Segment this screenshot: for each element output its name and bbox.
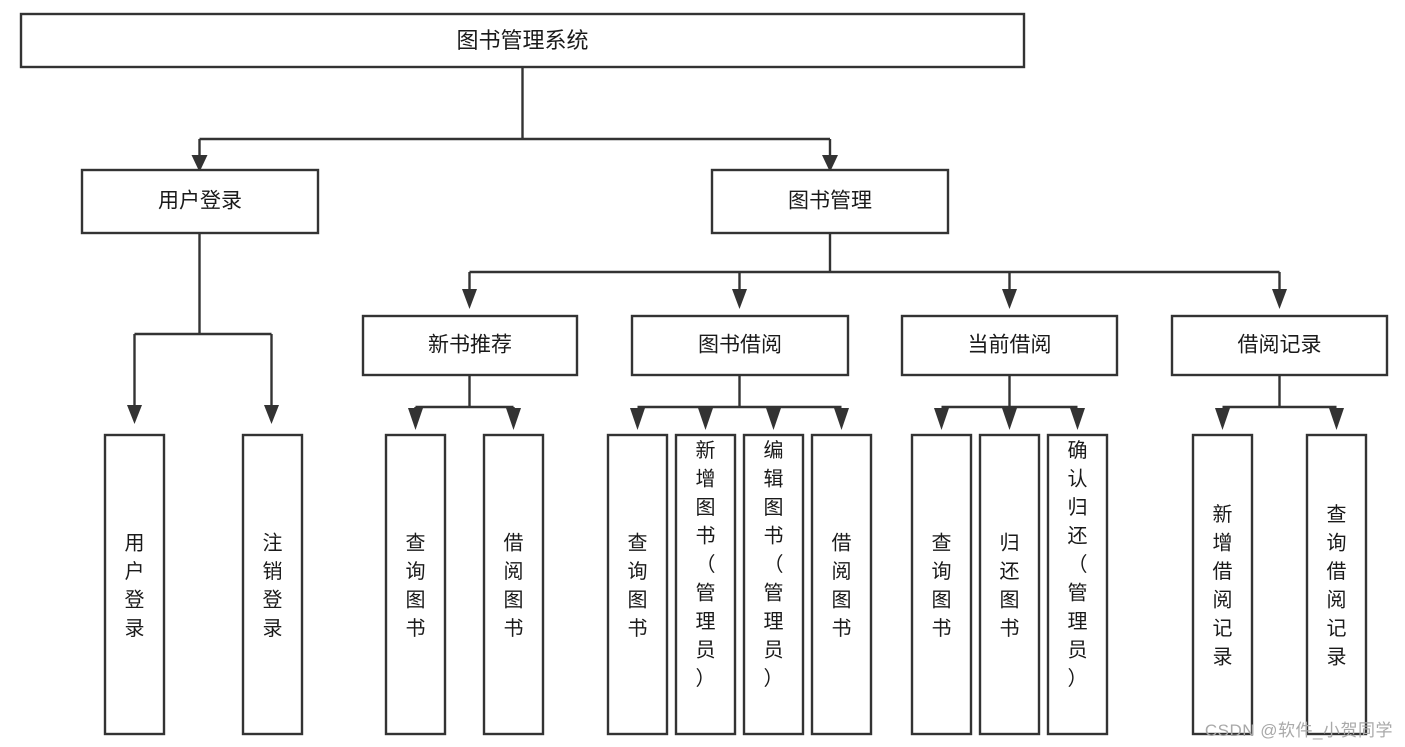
leaf-new-book-1-label: 借阅图书 bbox=[504, 532, 524, 641]
arrow-new-book-leaf-1 bbox=[506, 408, 521, 430]
leaf-book-borrow-2-box[interactable] bbox=[742, 433, 805, 736]
node-book-manage[interactable]: 图书管理 bbox=[710, 168, 950, 235]
arrow-to-book-borrow bbox=[732, 289, 747, 309]
leaf-book-borrow-0[interactable]: 查询图书 bbox=[606, 433, 669, 736]
node-root[interactable]: 图书管理系统 bbox=[19, 12, 1026, 69]
arrow-book-borrow-leaf-3 bbox=[834, 408, 849, 430]
leaf-current-borrow-1-label: 归还图书 bbox=[1000, 532, 1020, 641]
arrow-new-book-leaf-0 bbox=[408, 408, 423, 430]
leaf-user-login-0[interactable]: 用户登录 bbox=[103, 433, 166, 736]
node-book-borrow-box[interactable] bbox=[630, 314, 850, 377]
node-current-borrow-box[interactable] bbox=[900, 314, 1119, 377]
arrow-to-current-borrow bbox=[1002, 289, 1017, 309]
leaf-current-borrow-2-box[interactable] bbox=[1046, 433, 1109, 736]
node-root-box[interactable] bbox=[19, 12, 1026, 69]
leaf-user-login-0-box[interactable] bbox=[103, 433, 166, 736]
leaf-book-borrow-2[interactable]: 编辑图书（管理员） bbox=[742, 433, 805, 736]
arrow-book-borrow-leaf-0 bbox=[630, 408, 645, 430]
arrow-user-login-leaf-1 bbox=[264, 405, 279, 424]
node-user-login-box[interactable] bbox=[80, 168, 320, 235]
node-book-manage-box[interactable] bbox=[710, 168, 950, 235]
leaf-user-login-1-box[interactable] bbox=[241, 433, 304, 736]
leaf-current-borrow-2-label: 确认归还（管理员） bbox=[1068, 439, 1088, 690]
arrow-current-borrow-leaf-2 bbox=[1070, 408, 1085, 430]
leaf-current-borrow-0-box[interactable] bbox=[910, 433, 973, 736]
arrow-user-login-leaf-0 bbox=[127, 405, 142, 424]
node-root-label: 图书管理系统 bbox=[456, 28, 588, 53]
node-user-login-label: 用户登录 bbox=[158, 190, 242, 213]
leaf-user-login-0-label: 用户登录 bbox=[125, 533, 145, 641]
leaf-new-book-0[interactable]: 查询图书 bbox=[384, 433, 447, 736]
leaf-book-borrow-0-box[interactable] bbox=[606, 433, 669, 736]
arrow-to-new-book bbox=[462, 289, 477, 309]
leaf-current-borrow-0[interactable]: 查询图书 bbox=[910, 433, 973, 736]
arrow-current-borrow-leaf-1 bbox=[1002, 408, 1017, 430]
leaf-user-login-1[interactable]: 注销登录 bbox=[241, 433, 304, 736]
leaf-book-borrow-3[interactable]: 借阅图书 bbox=[810, 433, 873, 736]
arrow-current-borrow-leaf-0 bbox=[934, 408, 949, 430]
leaf-new-book-1[interactable]: 借阅图书 bbox=[482, 433, 545, 736]
leaf-book-borrow-3-box[interactable] bbox=[810, 433, 873, 736]
node-new-book-recommend[interactable]: 新书推荐 bbox=[361, 314, 579, 377]
arrow-to-user-login bbox=[191, 155, 208, 172]
leaf-new-book-0-label: 查询图书 bbox=[406, 532, 426, 641]
arrow-book-borrow-leaf-2 bbox=[766, 408, 781, 430]
leaf-borrow-record-0-box[interactable] bbox=[1191, 433, 1254, 736]
arrow-borrow-record-leaf-0 bbox=[1215, 408, 1230, 430]
leaf-borrow-record-0-label: 新增借阅记录 bbox=[1213, 503, 1233, 669]
node-borrow-record[interactable]: 借阅记录 bbox=[1170, 314, 1389, 377]
node-book-borrow-label: 图书借阅 bbox=[698, 334, 782, 357]
node-borrow-record-box[interactable] bbox=[1170, 314, 1389, 377]
leaf-current-borrow-0-label: 查询图书 bbox=[932, 532, 952, 641]
leaf-book-borrow-1-box[interactable] bbox=[674, 433, 737, 736]
leaf-borrow-record-1-box[interactable] bbox=[1305, 433, 1368, 736]
leaf-borrow-record-1[interactable]: 查询借阅记录 bbox=[1305, 433, 1368, 736]
node-book-borrow[interactable]: 图书借阅 bbox=[630, 314, 850, 377]
arrow-to-borrow-record bbox=[1272, 289, 1287, 309]
leaf-borrow-record-0[interactable]: 新增借阅记录 bbox=[1191, 433, 1254, 736]
csdn-watermark: CSDN @软件_小贺同学 bbox=[1204, 721, 1393, 740]
arrow-to-book-manage bbox=[822, 155, 838, 172]
node-book-manage-label: 图书管理 bbox=[788, 190, 872, 213]
leaf-book-borrow-1[interactable]: 新增图书（管理员） bbox=[674, 433, 737, 736]
node-current-borrow[interactable]: 当前借阅 bbox=[900, 314, 1119, 377]
node-new-book-recommend-label: 新书推荐 bbox=[428, 334, 512, 357]
leaf-new-book-1-box[interactable] bbox=[482, 433, 545, 736]
node-new-book-recommend-box[interactable] bbox=[361, 314, 579, 377]
leaf-user-login-1-label: 注销登录 bbox=[263, 532, 283, 641]
leaf-new-book-0-box[interactable] bbox=[384, 433, 447, 736]
connector-layer bbox=[127, 67, 1344, 430]
arrow-borrow-record-leaf-1 bbox=[1329, 408, 1344, 430]
leaf-borrow-record-1-label: 查询借阅记录 bbox=[1327, 503, 1347, 669]
leaf-book-borrow-3-label: 借阅图书 bbox=[832, 532, 852, 641]
leaf-book-borrow-0-label: 查询图书 bbox=[628, 532, 648, 641]
leaf-current-borrow-2[interactable]: 确认归还（管理员） bbox=[1046, 433, 1109, 736]
arrow-book-borrow-leaf-1 bbox=[698, 408, 713, 430]
leaf-book-borrow-1-label: 新增图书（管理员） bbox=[696, 439, 716, 690]
leaf-current-borrow-1[interactable]: 归还图书 bbox=[978, 433, 1041, 736]
leaf-book-borrow-2-label: 编辑图书（管理员） bbox=[764, 439, 784, 690]
leaf-current-borrow-1-box[interactable] bbox=[978, 433, 1041, 736]
node-current-borrow-label: 当前借阅 bbox=[968, 334, 1052, 357]
node-borrow-record-label: 借阅记录 bbox=[1238, 334, 1322, 357]
node-user-login[interactable]: 用户登录 bbox=[80, 168, 320, 235]
